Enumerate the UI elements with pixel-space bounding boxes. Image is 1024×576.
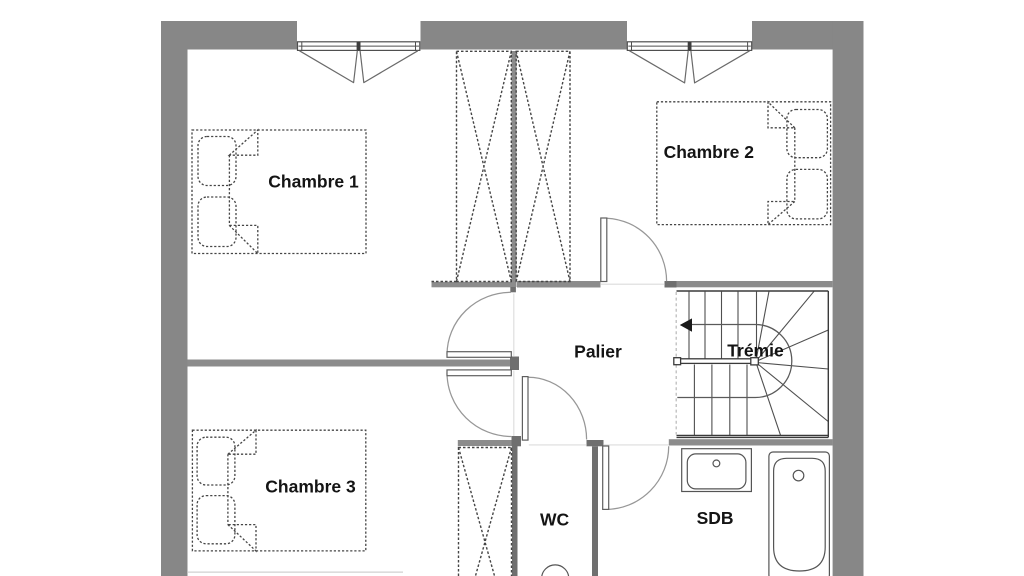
svg-text:Chambre 1: Chambre 1: [268, 172, 359, 192]
svg-text:Trémie: Trémie: [727, 340, 784, 360]
svg-text:Palier: Palier: [574, 341, 622, 361]
svg-text:WC: WC: [540, 510, 570, 530]
svg-text:SDB: SDB: [697, 508, 734, 528]
svg-text:Chambre 2: Chambre 2: [664, 142, 755, 162]
svg-text:Chambre 3: Chambre 3: [265, 476, 356, 496]
